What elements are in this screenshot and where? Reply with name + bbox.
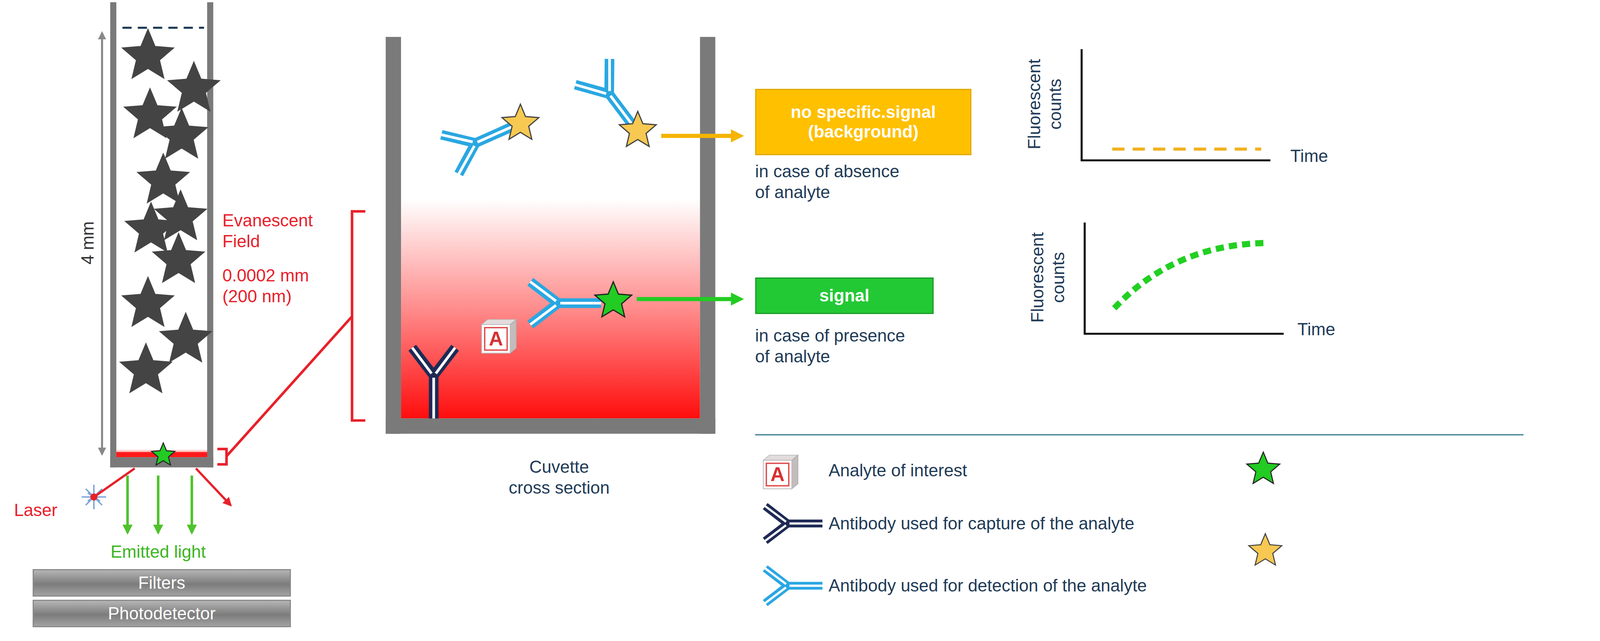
dimension-label: 4 mm [77, 221, 99, 265]
detection-star [502, 104, 539, 140]
analyte-letter: A [770, 462, 785, 487]
light-label: Emitted light [110, 541, 206, 563]
result-arrow [636, 297, 740, 302]
field-label: 0.0002 mm (200 nm) [222, 265, 317, 308]
field-label: Evanescent Field [222, 210, 317, 252]
filter-bar: Filters [32, 569, 291, 597]
detection-star [619, 111, 657, 147]
axis-label: Time [1290, 145, 1328, 167]
legend-star [1248, 533, 1282, 566]
separator-line [755, 434, 1524, 436]
background-trace [1112, 147, 1262, 151]
bound-star [594, 281, 632, 317]
axis-label: Fluorescent counts [1027, 224, 1069, 331]
fluorophore-stars [134, 44, 206, 381]
node-text: Photodetector [102, 603, 221, 624]
legend-star [1246, 452, 1280, 484]
result-box: no specific.signal (background) [755, 88, 972, 156]
legend-cube [763, 455, 799, 490]
node-text: signal [814, 285, 874, 306]
analyte-letter: A [488, 327, 503, 351]
chart-axes [1081, 49, 1284, 334]
legend-text: Analyte of interest [828, 459, 968, 481]
node-text: no specific.signal (background) [756, 102, 971, 142]
legend-text: Antibody used for detection of the analy… [828, 575, 1148, 597]
laser-label: Laser [14, 499, 58, 521]
bound-star [151, 443, 175, 466]
result-box: signal [755, 277, 934, 315]
axis-label: Time [1297, 319, 1336, 341]
node-text: Filters [133, 573, 191, 594]
antibodies [412, 58, 653, 419]
dimension-arrow [101, 33, 103, 455]
cuvette-cross-section [385, 36, 716, 435]
condition-note: in case of presence of analyte [755, 325, 915, 368]
caption-label: Cuvette cross section [507, 456, 611, 499]
legend-detection-antibody [765, 568, 823, 604]
axis-label: Fluorescent counts [1024, 51, 1066, 158]
condition-note: in case of absence of analyte [755, 161, 911, 203]
legend-text: Antibody used for capture of the analyte [828, 513, 1135, 534]
result-arrow [661, 133, 739, 138]
legend-capture-antibody [765, 506, 823, 541]
analyte-cube [481, 319, 517, 354]
laser-symbol [81, 468, 231, 510]
cuvette-tube [110, 2, 214, 468]
emitted-light-arrows [127, 475, 192, 533]
detector-bar: Photodetector [32, 599, 291, 628]
signal-trace [1114, 242, 1266, 309]
